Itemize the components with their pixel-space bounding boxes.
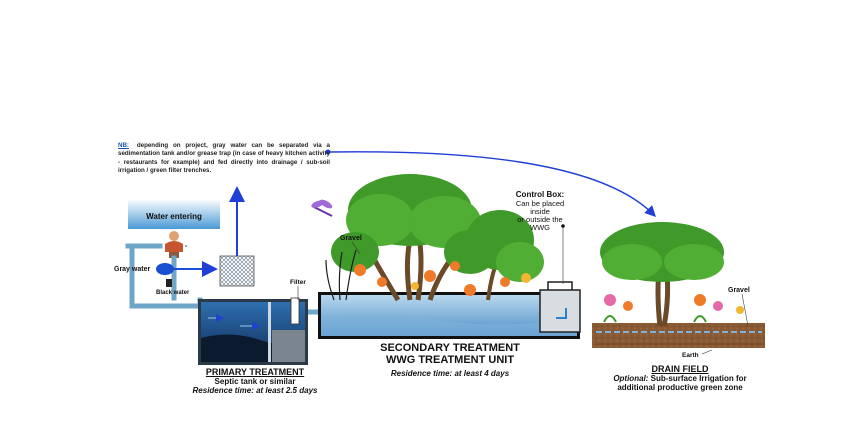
tree-icon bbox=[600, 222, 724, 326]
water-entering-label: Water entering bbox=[146, 212, 202, 221]
tree-icon bbox=[331, 174, 544, 300]
svg-text:a: a bbox=[185, 243, 188, 248]
water-entering-tank: Water entering bbox=[128, 199, 220, 229]
drain-caption: DRAIN FIELD Optional: Sub-surface Irriga… bbox=[585, 364, 775, 392]
control-box-line4: WWG bbox=[530, 223, 550, 232]
filter-mesh-icon bbox=[220, 256, 254, 286]
secondary-title2: WWG TREATMENT UNIT bbox=[360, 354, 540, 366]
drain-optional-text: Sub-surface Irrigation for bbox=[651, 374, 747, 383]
gravel-left-label: Gravel bbox=[340, 235, 362, 242]
flower-icon bbox=[604, 294, 744, 322]
control-box bbox=[540, 282, 580, 332]
secondary-title1: SECONDARY TREATMENT bbox=[360, 342, 540, 354]
black-water-label: Black water bbox=[156, 290, 190, 296]
gravel-right-label: Gravel bbox=[728, 287, 750, 294]
primary-tank bbox=[198, 298, 308, 365]
earth-label: Earth bbox=[682, 352, 699, 359]
filter-label: Filter bbox=[290, 279, 306, 286]
drain-field bbox=[592, 323, 765, 348]
gray-water-label: Gray water bbox=[114, 266, 150, 273]
secondary-residence: Residence time: at least 4 days bbox=[360, 369, 540, 378]
primary-title: PRIMARY TREATMENT bbox=[170, 367, 340, 377]
primary-caption: PRIMARY TREATMENT Septic tank or similar… bbox=[170, 367, 340, 395]
drain-title: DRAIN FIELD bbox=[585, 364, 775, 374]
gray-water-valve bbox=[156, 263, 174, 275]
nb-prefix: NB: bbox=[118, 142, 129, 149]
control-box-title: Control Box: bbox=[516, 190, 564, 199]
dragonfly-icon bbox=[310, 198, 333, 216]
drain-optional-label: Optional: bbox=[613, 374, 648, 383]
primary-subtitle: Septic tank or similar bbox=[170, 377, 340, 386]
secondary-caption: SECONDARY TREATMENT WWG TREATMENT UNIT R… bbox=[360, 342, 540, 378]
nb-text: depending on project, gray water can be … bbox=[118, 142, 330, 174]
primary-residence: Residence time: at least 2.5 days bbox=[170, 386, 340, 395]
person-icon: a bbox=[165, 231, 188, 258]
drain-optional-text2: additional productive green zone bbox=[585, 383, 775, 392]
nb-note: NB: depending on project, gray water can… bbox=[118, 142, 330, 176]
